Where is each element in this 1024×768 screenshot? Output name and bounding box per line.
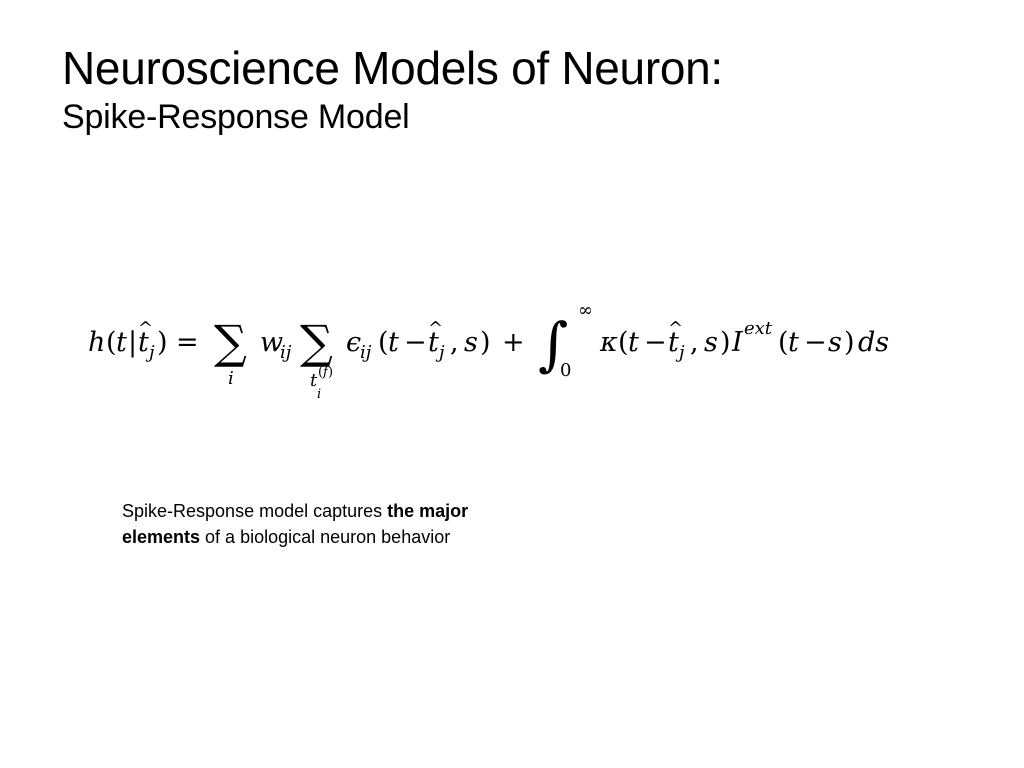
svg-text:h: h	[88, 327, 105, 358]
svg-text:j: j	[145, 342, 155, 363]
svg-text:t: t	[310, 370, 318, 391]
svg-text:ij: ij	[360, 342, 372, 363]
svg-text:i: i	[317, 387, 321, 402]
svg-text:j: j	[435, 342, 445, 363]
svg-text:j: j	[675, 342, 685, 363]
svg-text:ext: ext	[744, 318, 773, 339]
svg-text:−: −	[804, 327, 827, 358]
caption-text-1: Spike-Response model captures	[122, 501, 388, 521]
svg-text:,: ,	[690, 327, 699, 358]
svg-text:+: +	[502, 327, 525, 358]
svg-text:|: |	[128, 327, 137, 358]
svg-text:∑: ∑	[214, 315, 247, 369]
svg-text:κ: κ	[599, 327, 618, 358]
svg-text:(: (	[618, 327, 629, 358]
svg-text:w: w	[260, 327, 283, 358]
svg-text:): )	[157, 327, 168, 358]
svg-text:−: −	[644, 327, 667, 358]
svg-text:i: i	[228, 368, 234, 389]
svg-text:): )	[328, 365, 333, 380]
svg-text:0: 0	[560, 360, 571, 381]
svg-text:): )	[480, 327, 491, 358]
svg-text:t: t	[628, 327, 639, 358]
svg-text:∫: ∫	[538, 310, 568, 378]
svg-text:f: f	[322, 365, 330, 380]
svg-text:I: I	[731, 327, 744, 358]
svg-text:ds: ds	[858, 327, 889, 358]
svg-text:^: ^	[668, 318, 683, 339]
caption: Spike-Response model captures the major e…	[122, 498, 582, 550]
caption-text-2: of a biological neuron behavior	[200, 527, 451, 547]
svg-text:(: (	[318, 365, 323, 380]
spike-response-equation: h ( t | t ^ j ) = ∑ i w ij ∑ t ( f )	[88, 296, 938, 416]
svg-text:ij: ij	[280, 342, 292, 363]
svg-text:(: (	[378, 327, 389, 358]
svg-text:): )	[720, 327, 731, 358]
svg-text:s: s	[704, 327, 718, 358]
svg-text:t: t	[668, 327, 679, 358]
svg-text:t: t	[428, 327, 439, 358]
svg-text:): )	[844, 327, 855, 358]
svg-text:s: s	[828, 327, 842, 358]
svg-text:t: t	[788, 327, 799, 358]
svg-text:t: t	[116, 327, 127, 358]
slide-title: Neuroscience Models of Neuron:	[62, 42, 723, 94]
slide-subtitle: Spike-Response Model	[62, 98, 410, 136]
svg-text:∑: ∑	[300, 315, 333, 369]
caption-bold-2: elements	[122, 527, 201, 547]
svg-text:,: ,	[450, 327, 459, 358]
title-block: Neuroscience Models of Neuron: Spike-Res…	[62, 40, 723, 138]
svg-text:t: t	[388, 327, 399, 358]
svg-text:s: s	[464, 327, 478, 358]
svg-text:−: −	[404, 327, 427, 358]
equation-graphic: h ( t | t ^ j ) = ∑ i w ij ∑ t ( f )	[88, 300, 889, 402]
caption-bold-1: the major	[387, 501, 469, 521]
svg-text:=: =	[176, 327, 199, 358]
svg-text:(: (	[106, 327, 117, 358]
svg-text:(: (	[778, 327, 789, 358]
svg-text:^: ^	[428, 318, 443, 339]
svg-text:∞: ∞	[578, 300, 593, 321]
svg-text:ϵ: ϵ	[346, 327, 361, 358]
svg-text:^: ^	[138, 318, 153, 339]
svg-text:t: t	[138, 327, 149, 358]
